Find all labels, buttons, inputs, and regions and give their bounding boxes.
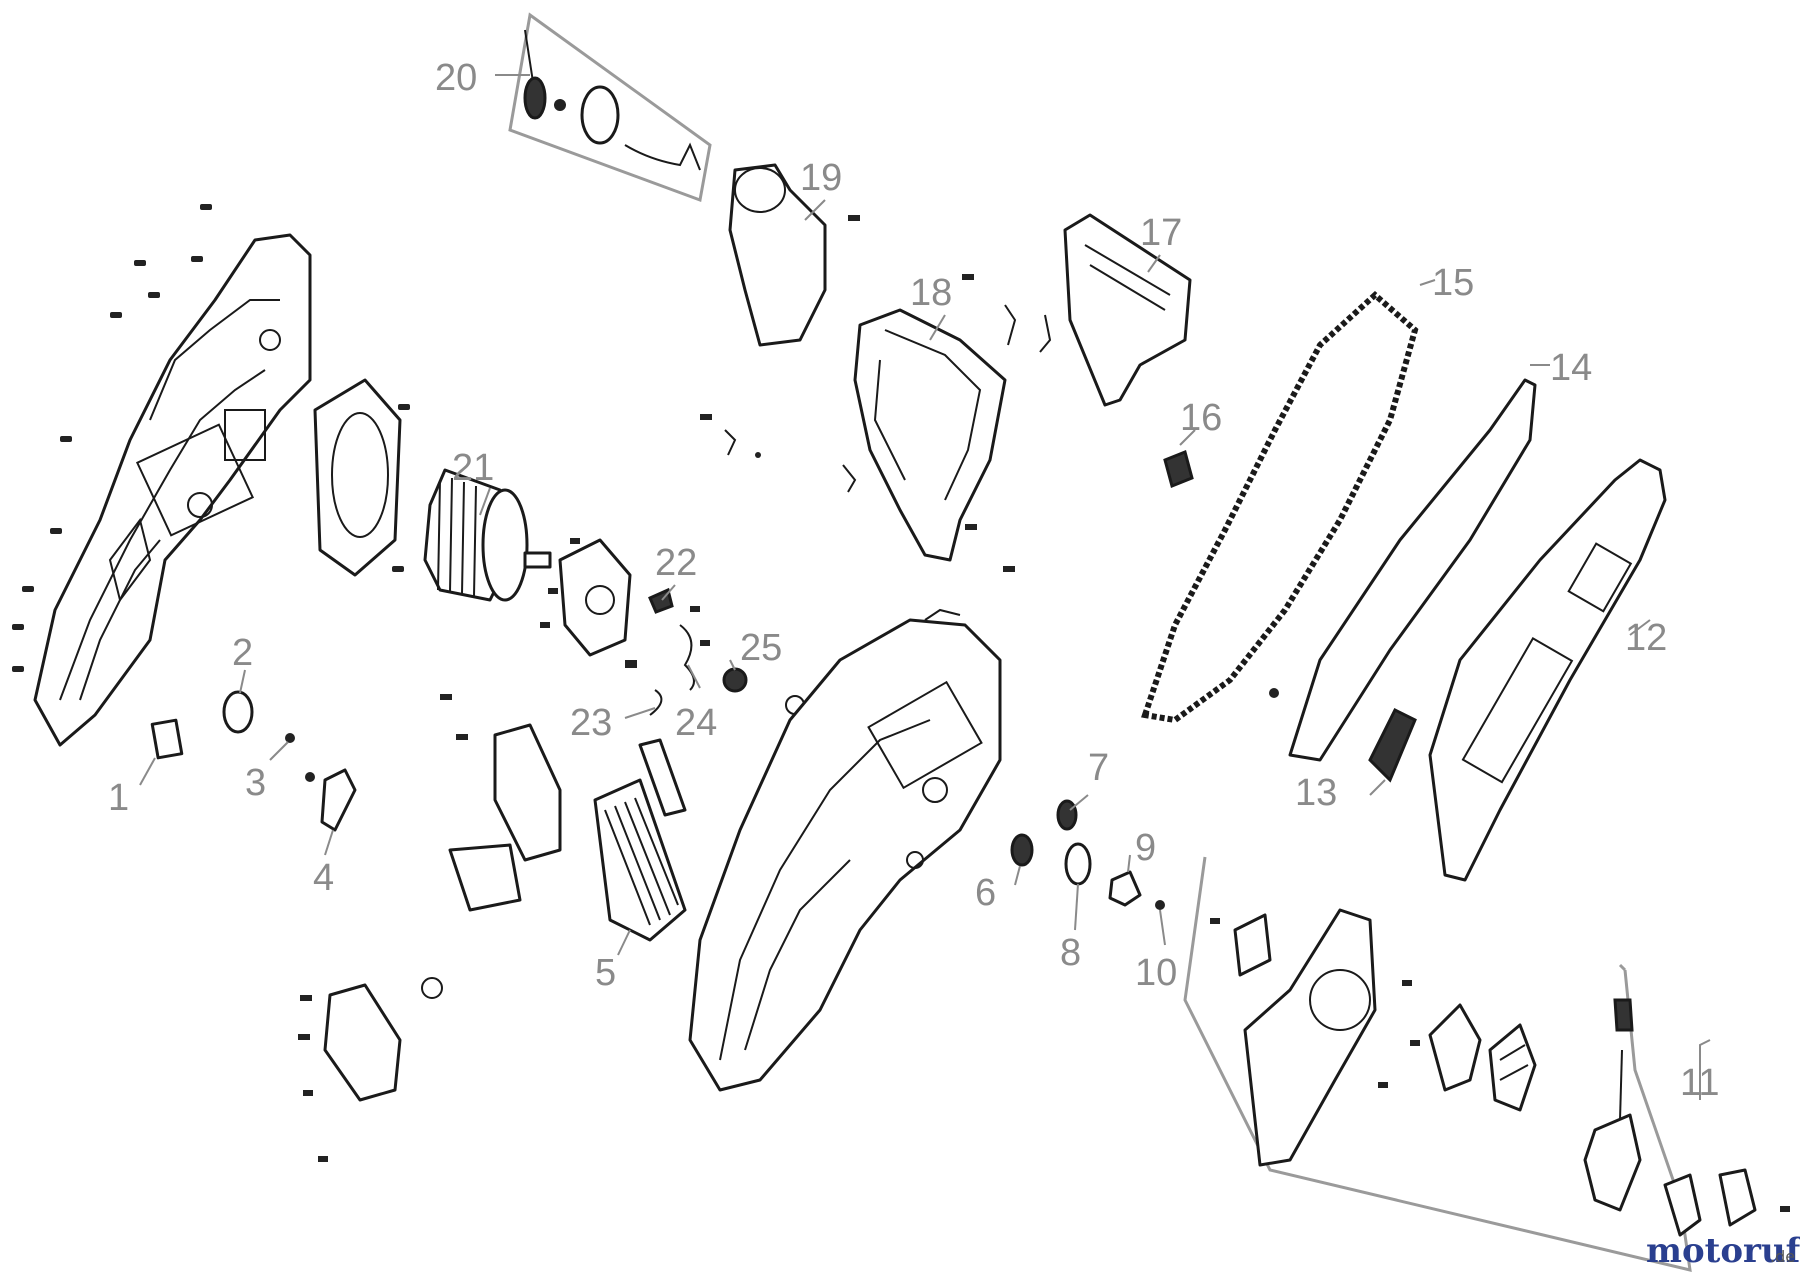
callout-4: 4: [313, 857, 334, 899]
front-handle: [700, 274, 1015, 572]
callout-13: 13: [1295, 772, 1337, 814]
callout-7: 7: [1088, 747, 1109, 789]
callout-1: 1: [108, 777, 129, 819]
trigger-housing: [728, 163, 860, 347]
guide-bar: [1269, 378, 1537, 762]
callout-14: 14: [1550, 347, 1592, 389]
callout-23: 23: [570, 702, 612, 744]
callout-10: 10: [1135, 952, 1177, 994]
chain-guard: [1063, 213, 1192, 407]
callout-5: 5: [595, 952, 616, 994]
callout-11: 11: [1680, 1062, 1719, 1104]
callout-24: 24: [675, 702, 717, 744]
clip-16: [1163, 449, 1194, 489]
callout-3: 3: [245, 762, 266, 804]
callout-15: 15: [1432, 262, 1474, 304]
watermark-brand: motoruf: [1646, 1231, 1800, 1271]
handle-clips: [724, 304, 1052, 493]
left-housing-half: [33, 233, 312, 747]
watermark-logo: motoruf .de: [1646, 1231, 1800, 1271]
sprocket-stack: [1010, 799, 1165, 910]
callout-16: 16: [1180, 397, 1222, 439]
callout-17: 17: [1140, 212, 1182, 254]
callout-22: 22: [655, 542, 697, 584]
callout-8: 8: [1060, 932, 1081, 974]
callout-21: 21: [452, 447, 494, 489]
callout-25: 25: [740, 627, 782, 669]
switch-assembly: [421, 694, 562, 999]
callout-9: 9: [1135, 827, 1156, 869]
callout-18: 18: [910, 272, 952, 314]
callout-19: 19: [800, 157, 842, 199]
callout-2: 2: [232, 632, 253, 674]
kit-20: [508, 12, 712, 203]
callout-20: 20: [435, 57, 477, 99]
right-housing-half: [688, 608, 1002, 1092]
fan-shroud: [313, 378, 402, 577]
bar-cover: [1428, 458, 1667, 882]
vent-cover: [593, 738, 687, 942]
housing-screws: [12, 204, 410, 672]
small-parts-left: [150, 690, 357, 832]
callout-12: 12: [1625, 617, 1667, 659]
motor-assembly: [423, 468, 552, 602]
kit-11: [1183, 856, 1790, 1272]
leader-lines: [139, 74, 1711, 1100]
callout-labels: 1 2 3 4 5 6 7 8 9 10 11 12 13 14 15 16 1…: [108, 57, 1719, 1104]
callout-6: 6: [975, 872, 996, 914]
lower-bracket: [298, 983, 402, 1162]
watermark-suffix: .de: [1770, 1247, 1795, 1266]
chain-tensioner: [1368, 707, 1417, 783]
gear-plate: [540, 538, 710, 668]
saw-chain: [1141, 290, 1419, 724]
